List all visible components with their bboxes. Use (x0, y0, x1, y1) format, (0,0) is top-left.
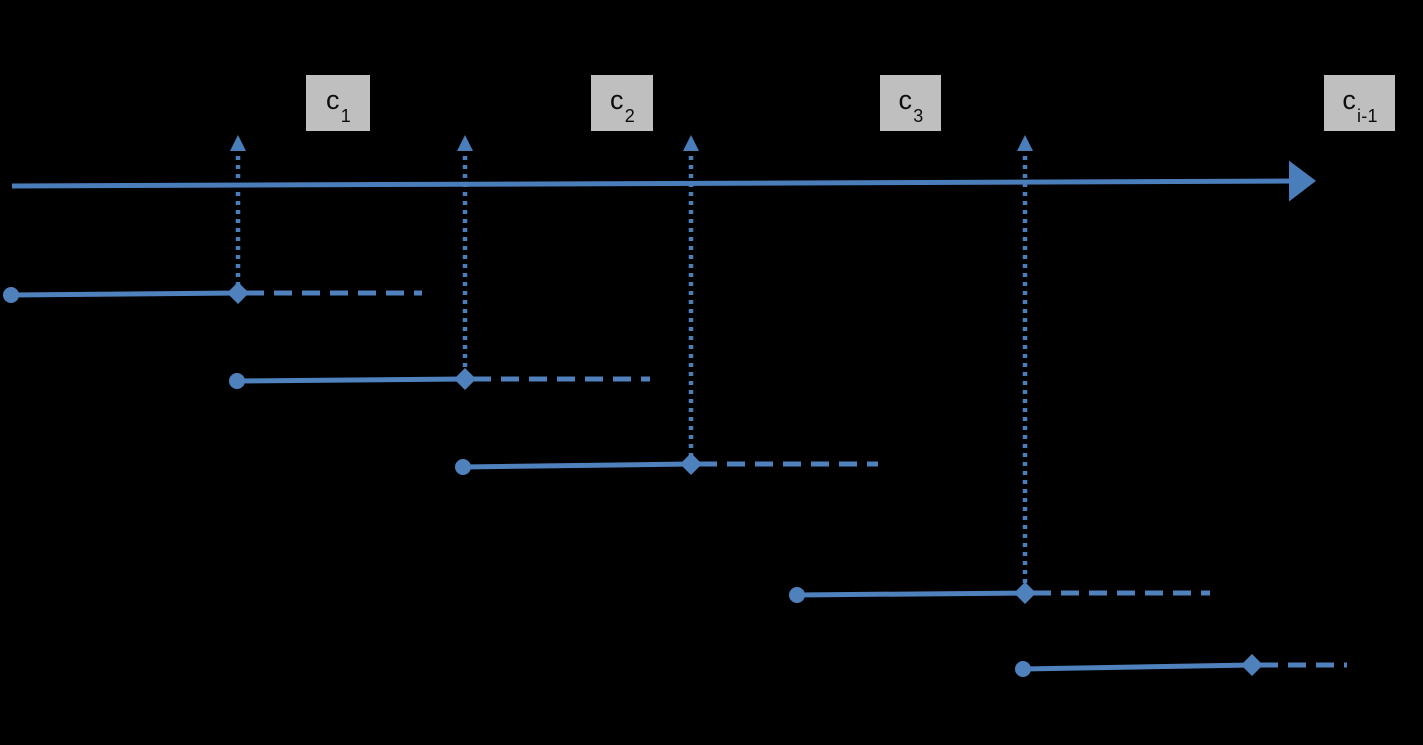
task-solid-segment (10, 290, 239, 298)
task-solid-segment (236, 376, 466, 384)
task-checkpoint-diamond-marker (1241, 654, 1263, 676)
task-checkpoint-diamond-marker (227, 282, 249, 304)
checkpoint-label-subscript-c4: i-1 (1357, 105, 1378, 126)
checkpoint-label-box-c3: c3 (880, 75, 941, 131)
checkpoint-label-base-c2: c (610, 85, 624, 116)
task-start-circle-marker (455, 459, 471, 475)
task-solid-segment (1022, 662, 1253, 672)
main-timeline-group (11, 160, 1316, 202)
checkpoint-label-base-c3: c (898, 85, 913, 116)
task-solid-segment (796, 590, 1026, 598)
checkpoint-label-base-c4: c (1342, 85, 1357, 116)
checkpoint-label-text-c1: c1 (326, 85, 351, 125)
checkpoint-label-box-c1: c1 (306, 75, 370, 131)
task-start-circle-marker (229, 373, 245, 389)
checkpoint-label-subscript-c1: 1 (340, 105, 351, 126)
checkpoint-arrowhead-c1 (230, 135, 246, 151)
checkpoint-label-subscript-c3: 3 (913, 105, 924, 126)
task-checkpoint-diamond-marker (680, 453, 702, 475)
checkpoint-label-text-c4: ci-1 (1342, 85, 1377, 125)
task-start-circle-marker (1015, 661, 1031, 677)
task-checkpoint-diamond-marker (454, 368, 476, 390)
checkpoint-label-box-c2: c2 (591, 75, 653, 131)
checkpoint-label-text-c3: c3 (898, 85, 924, 125)
task-checkpoint-diamond-marker (1014, 582, 1036, 604)
task-solid-segment (462, 461, 692, 470)
task-lifelines-group (3, 282, 1347, 677)
task-start-circle-marker (789, 587, 805, 603)
checkpoint-arrowhead-c3 (683, 135, 699, 151)
checkpoint-arrowhead-c4 (1017, 135, 1033, 151)
checkpoint-label-subscript-c2: 2 (624, 105, 635, 126)
checkpoint-label-text-c2: c2 (610, 85, 635, 125)
time-axis-line (11, 160, 1316, 202)
checkpoint-arrowhead-c2 (457, 135, 473, 151)
checkpoint-dotted-lines (230, 135, 1033, 593)
task-start-circle-marker (3, 287, 19, 303)
checkpoint-label-box-c4: ci-1 (1324, 75, 1395, 131)
checkpoint-label-base-c1: c (326, 85, 340, 116)
